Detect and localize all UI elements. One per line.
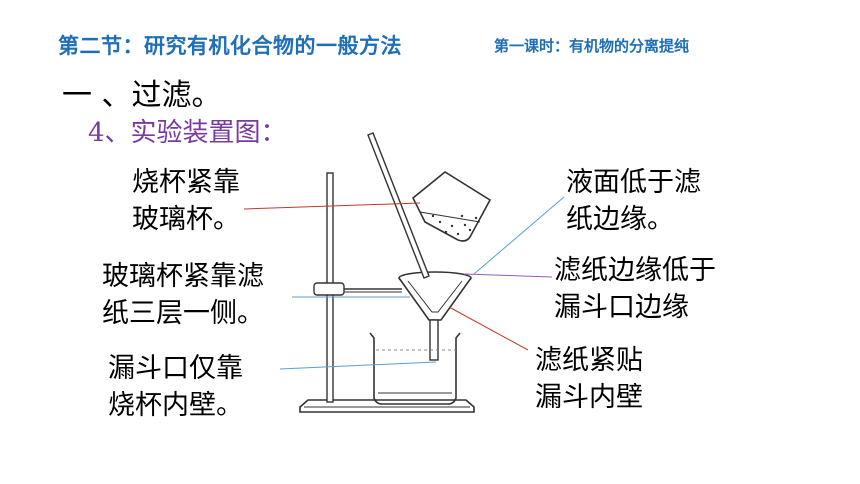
- label-line: 纸边缘。: [566, 204, 674, 235]
- label-line: 烧杯紧靠: [132, 167, 240, 198]
- ring-clamp: [313, 282, 402, 296]
- leader-beaker-rod: [243, 202, 421, 210]
- label-line: 漏斗内壁: [535, 382, 643, 413]
- leader-paper-edge: [463, 273, 553, 278]
- label-line: 滤纸紧贴: [535, 345, 643, 376]
- receiving-beaker: [369, 332, 461, 405]
- label-beaker-rod: 烧杯紧靠 玻璃杯。: [132, 164, 240, 238]
- label-line: 液面低于滤: [566, 167, 701, 198]
- label-liquid-level: 液面低于滤 纸边缘。: [566, 164, 701, 238]
- glass-rod: [367, 132, 430, 279]
- label-line: 玻璃杯紧靠滤: [102, 261, 264, 292]
- subsection-heading: 4、实验装置图：: [88, 118, 287, 148]
- label-line: 玻璃杯。: [132, 204, 240, 235]
- page-title: 第二节：研究有机化合物的一般方法: [58, 34, 402, 58]
- leader-paper-wall: [448, 306, 529, 351]
- label-line: 漏斗口边缘: [554, 292, 689, 323]
- label-paper-edge: 滤纸边缘低于 漏斗口边缘: [554, 252, 716, 326]
- label-line: 纸三层一侧。: [102, 298, 264, 329]
- leader-liquid-level: [473, 196, 565, 275]
- section-heading: 一 、过滤。: [62, 78, 222, 113]
- label-funnel-tip: 漏斗口仅靠 烧杯内壁。: [108, 350, 243, 424]
- label-line: 漏斗口仅靠: [108, 353, 243, 384]
- label-line: 烧杯内壁。: [108, 390, 243, 421]
- label-line: 滤纸边缘低于: [554, 255, 716, 286]
- label-rod-paper: 玻璃杯紧靠滤 纸三层一侧。: [102, 258, 264, 332]
- label-paper-wall: 滤纸紧贴 漏斗内壁: [535, 342, 643, 416]
- stand-base: [299, 399, 475, 413]
- lesson-subtitle: 第一课时：有机物的分离提纯: [494, 37, 690, 55]
- leader-funnel-tip: [279, 361, 437, 370]
- funnel: [398, 271, 472, 361]
- pouring-beaker: [411, 171, 492, 242]
